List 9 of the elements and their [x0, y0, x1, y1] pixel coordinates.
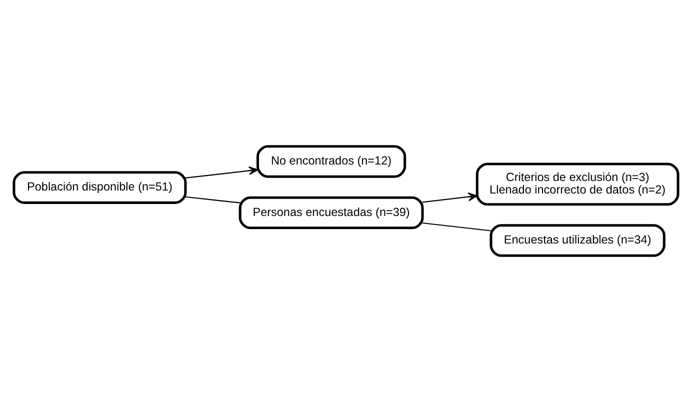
- node-box: No encontrados (n=12): [256, 144, 406, 178]
- connector: [422, 222, 491, 231]
- connector: [185, 196, 240, 203]
- node-box: Personas encuestadas (n=39): [238, 196, 424, 229]
- node-box: Población disponible (n=51): [12, 170, 187, 204]
- node-box: Criterios de exclusión (n=3) Llenado incorrecto de datos (n=2): [476, 162, 680, 206]
- arrow: [185, 166, 258, 178]
- arrow: [422, 192, 478, 202]
- node-box: Encuestas utilizables (n=34): [490, 224, 666, 256]
